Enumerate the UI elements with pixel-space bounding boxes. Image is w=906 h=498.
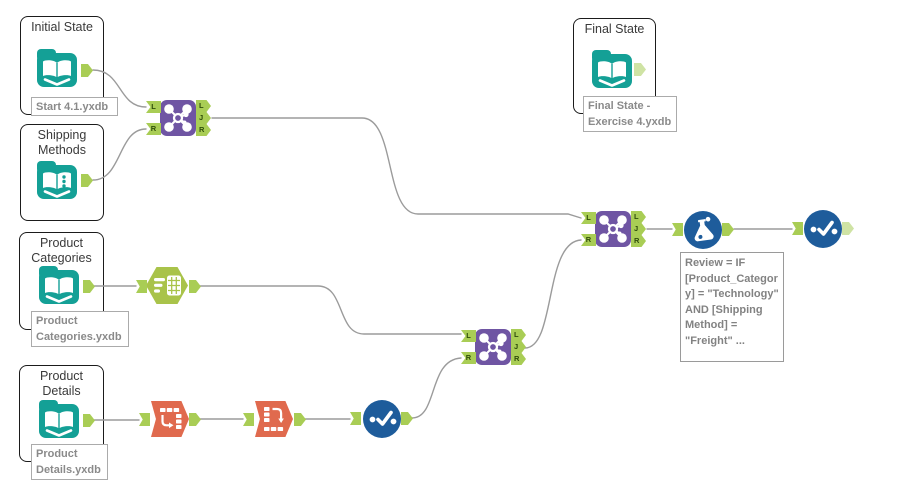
annotation-line: Review = IF	[685, 257, 746, 269]
wire-check1-to-join2-R[interactable]	[411, 357, 462, 419]
container-title: Final State	[584, 22, 645, 36]
wire-join2J-to-join3-R[interactable]	[524, 239, 582, 349]
flask-icon	[694, 216, 714, 242]
output-anchor-shipping-methods[interactable]	[81, 174, 93, 187]
select-output-anchor[interactable]	[189, 280, 201, 293]
input-data-tool-final-state[interactable]	[589, 46, 635, 92]
join1-output-anchor-R[interactable]: R	[196, 124, 211, 136]
network-nodes-icon	[164, 104, 192, 132]
join-tool-2[interactable]	[475, 329, 511, 365]
row-to-column-arrow-icon	[160, 408, 182, 429]
input-data-tool-product-categories[interactable]	[36, 262, 82, 308]
cross-tab-input-anchor[interactable]	[243, 413, 254, 426]
check2-output-anchor[interactable]	[842, 222, 854, 235]
anchor-letter: L	[151, 102, 156, 111]
dot-check-dot-icon	[810, 220, 838, 236]
check-tool-1[interactable]	[363, 400, 401, 438]
anchor-letter: J	[514, 342, 519, 351]
open-book-icon	[592, 50, 632, 88]
select-input-anchor[interactable]	[136, 280, 147, 293]
anchor-letter: J	[199, 113, 204, 122]
join2-output-anchor-J[interactable]: J	[511, 341, 526, 353]
open-book-icon	[37, 49, 77, 87]
dot-check-dot-icon	[369, 410, 397, 426]
join1-output-anchor-J[interactable]: J	[196, 112, 211, 124]
anchor-letter: L	[199, 101, 204, 110]
anchor-letter: R	[465, 353, 472, 362]
check1-output-anchor[interactable]	[401, 412, 413, 425]
join2-output-anchor-L[interactable]: L	[511, 329, 526, 341]
container-shipping-methods[interactable]: Shipping Methods	[20, 124, 104, 221]
wire-initial-to-join1-L[interactable]	[92, 69, 147, 108]
transpose-output-anchor[interactable]	[189, 413, 201, 426]
bars-and-table-icon	[154, 275, 181, 296]
join3-output-anchor-J[interactable]: J	[631, 223, 646, 235]
annotation-line: "Freight" ...	[685, 334, 745, 347]
network-nodes-icon	[599, 215, 627, 243]
network-nodes-icon	[479, 333, 507, 361]
annotation-line: Method] =	[685, 319, 738, 331]
file-label-product-details[interactable]: Product Details.yxdb	[31, 444, 108, 480]
join1-input-anchor-L[interactable]: L	[146, 101, 161, 113]
transpose-tool[interactable]	[151, 401, 189, 437]
join3-input-anchor-L[interactable]: L	[581, 212, 596, 224]
join-tool-1[interactable]	[160, 100, 196, 136]
container-title: Shipping Methods	[37, 128, 87, 157]
annotation-line: [Product_Categor	[685, 272, 778, 285]
anchor-letter: J	[634, 224, 639, 233]
output-anchor-initial-state[interactable]	[81, 64, 93, 77]
output-anchor-final-state[interactable]	[634, 63, 646, 76]
input-data-tool-initial-state[interactable]	[34, 45, 80, 91]
join1-output-anchor-L[interactable]: L	[196, 100, 211, 112]
check1-input-anchor[interactable]	[350, 412, 361, 425]
wire-join1J-to-join3-L[interactable]	[211, 117, 582, 219]
open-book-icon	[39, 400, 79, 438]
check-tool-2[interactable]	[804, 210, 842, 248]
anchor-letter: R	[514, 354, 520, 363]
wire-select-to-join2-L[interactable]	[199, 285, 462, 335]
anchor-letter: L	[514, 330, 519, 339]
input-data-tool-shipping-methods[interactable]	[34, 157, 80, 203]
anchor-letter: R	[585, 235, 592, 244]
formula-annotation[interactable]: Review = IF [Product_Categor y] = "Techn…	[680, 252, 784, 362]
anchor-letter: R	[150, 124, 157, 133]
open-book-icon	[39, 266, 79, 304]
join1-input-anchor-R[interactable]: R	[146, 123, 161, 135]
formula-output-anchor[interactable]	[722, 223, 734, 236]
check2-input-anchor[interactable]	[792, 222, 803, 235]
cross-tab-output-anchor[interactable]	[294, 413, 306, 426]
file-label-start[interactable]: Start 4.1.yxdb	[31, 97, 118, 116]
annotation-line: AND [Shipping	[685, 303, 763, 316]
container-title: Product Categories	[31, 236, 92, 265]
join2-output-anchor-R[interactable]: R	[511, 353, 526, 365]
anchor-letter: R	[634, 236, 640, 245]
transpose-input-anchor[interactable]	[139, 413, 150, 426]
file-label-product-categories[interactable]: Product Categories.yxdb	[31, 311, 129, 347]
wire-shipping-to-join1-R[interactable]	[92, 128, 147, 181]
container-title: Product Details	[39, 369, 84, 398]
output-anchor-product-categories[interactable]	[83, 280, 95, 293]
join-tool-3[interactable]	[595, 211, 631, 247]
column-to-row-arrow-icon	[264, 407, 284, 431]
join3-output-anchor-R[interactable]: R	[631, 235, 646, 247]
output-anchor-product-details[interactable]	[83, 414, 95, 427]
open-book-dots-icon	[37, 161, 77, 199]
input-data-tool-product-details[interactable]	[36, 396, 82, 442]
anchor-letter: L	[586, 213, 591, 222]
join2-input-anchor-L[interactable]: L	[461, 330, 476, 342]
container-title: Initial State	[31, 20, 93, 34]
formula-tool[interactable]	[684, 211, 722, 249]
formula-input-anchor[interactable]	[672, 223, 683, 236]
join3-output-anchor-L[interactable]: L	[631, 211, 646, 223]
cross-tab-tool[interactable]	[255, 401, 293, 437]
file-label-final-state[interactable]: Final State - Exercise 4.yxdb	[583, 96, 677, 132]
annotation-line: y] = "Technology"	[685, 288, 779, 300]
anchor-letter: R	[199, 125, 205, 134]
anchor-letter: L	[634, 212, 639, 221]
join3-input-anchor-R[interactable]: R	[581, 234, 596, 246]
anchor-letter: L	[466, 331, 471, 340]
join2-input-anchor-R[interactable]: R	[461, 352, 476, 364]
